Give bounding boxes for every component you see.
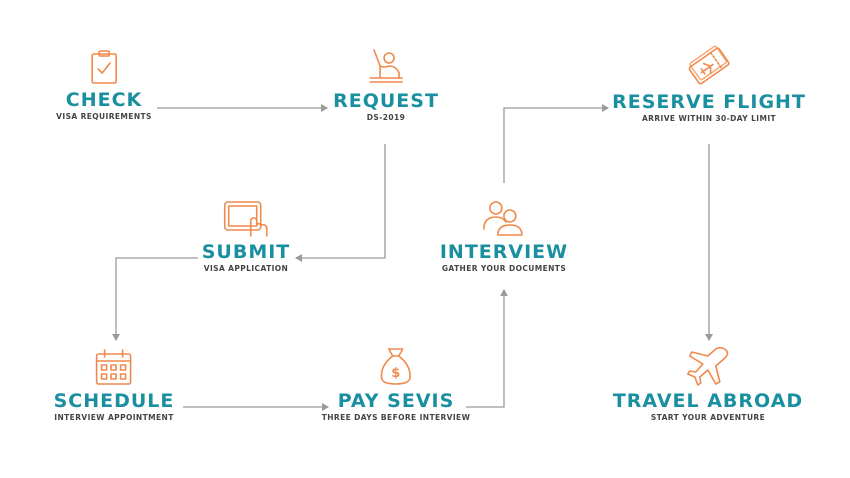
money-bag-icon: $ (380, 348, 412, 385)
svg-text:$: $ (391, 366, 400, 381)
step-check-title: CHECK (65, 89, 143, 111)
raised-hand-icon (369, 49, 403, 83)
step-reserve-flight-subtitle: ARRIVE WITHIN 30-DAY LIMIT (641, 114, 777, 123)
step-check: CHECK VISA REQUIREMENTS (56, 49, 152, 121)
connector-request-to-submit (295, 144, 386, 262)
step-schedule-title: SCHEDULE (53, 390, 175, 412)
step-travel-abroad-title: TRAVEL ABROAD (612, 390, 804, 412)
tablet-touch-icon (224, 201, 268, 237)
step-travel-abroad-subtitle: START YOUR ADVENTURE (650, 413, 766, 422)
step-schedule: SCHEDULE INTERVIEW APPOINTMENT (54, 348, 175, 422)
step-pay-sevis-title: PAY SEVIS (337, 390, 455, 412)
clipboard-check-icon (91, 50, 117, 84)
step-interview-title: INTERVIEW (439, 241, 569, 263)
step-interview-subtitle: GATHER YOUR DOCUMENTS (441, 264, 567, 273)
step-request-subtitle: DS-2019 (366, 113, 406, 122)
calendar-icon (96, 349, 132, 385)
step-submit: SUBMIT VISA APPLICATION (202, 199, 291, 273)
step-schedule-subtitle: INTERVIEW APPOINTMENT (54, 413, 174, 422)
step-request-title: REQUEST (333, 90, 439, 112)
connector-pay-sevis-to-interview (466, 289, 508, 408)
step-check-subtitle: VISA REQUIREMENTS (56, 112, 152, 121)
step-submit-subtitle: VISA APPLICATION (203, 264, 289, 273)
step-pay-sevis: $ PAY SEVIS THREE DAYS BEFORE INTERVIEW (322, 346, 471, 422)
airplane-icon (687, 346, 729, 386)
step-request: REQUEST DS-2019 (333, 46, 439, 122)
boarding-pass-icon (688, 45, 730, 85)
step-interview: INTERVIEW GATHER YOUR DOCUMENTS (440, 197, 568, 273)
step-pay-sevis-subtitle: THREE DAYS BEFORE INTERVIEW (321, 413, 471, 422)
people-icon (483, 201, 523, 236)
connector-submit-to-schedule (112, 257, 198, 341)
step-travel-abroad: TRAVEL ABROAD START YOUR ADVENTURE (613, 346, 803, 422)
step-reserve-flight: RESERVE FLIGHT ARRIVE WITHIN 30-DAY LIMI… (612, 45, 806, 123)
step-submit-title: SUBMIT (201, 241, 291, 263)
connector-interview-to-reserve-flight (503, 104, 609, 183)
step-reserve-flight-title: RESERVE FLIGHT (612, 91, 806, 113)
